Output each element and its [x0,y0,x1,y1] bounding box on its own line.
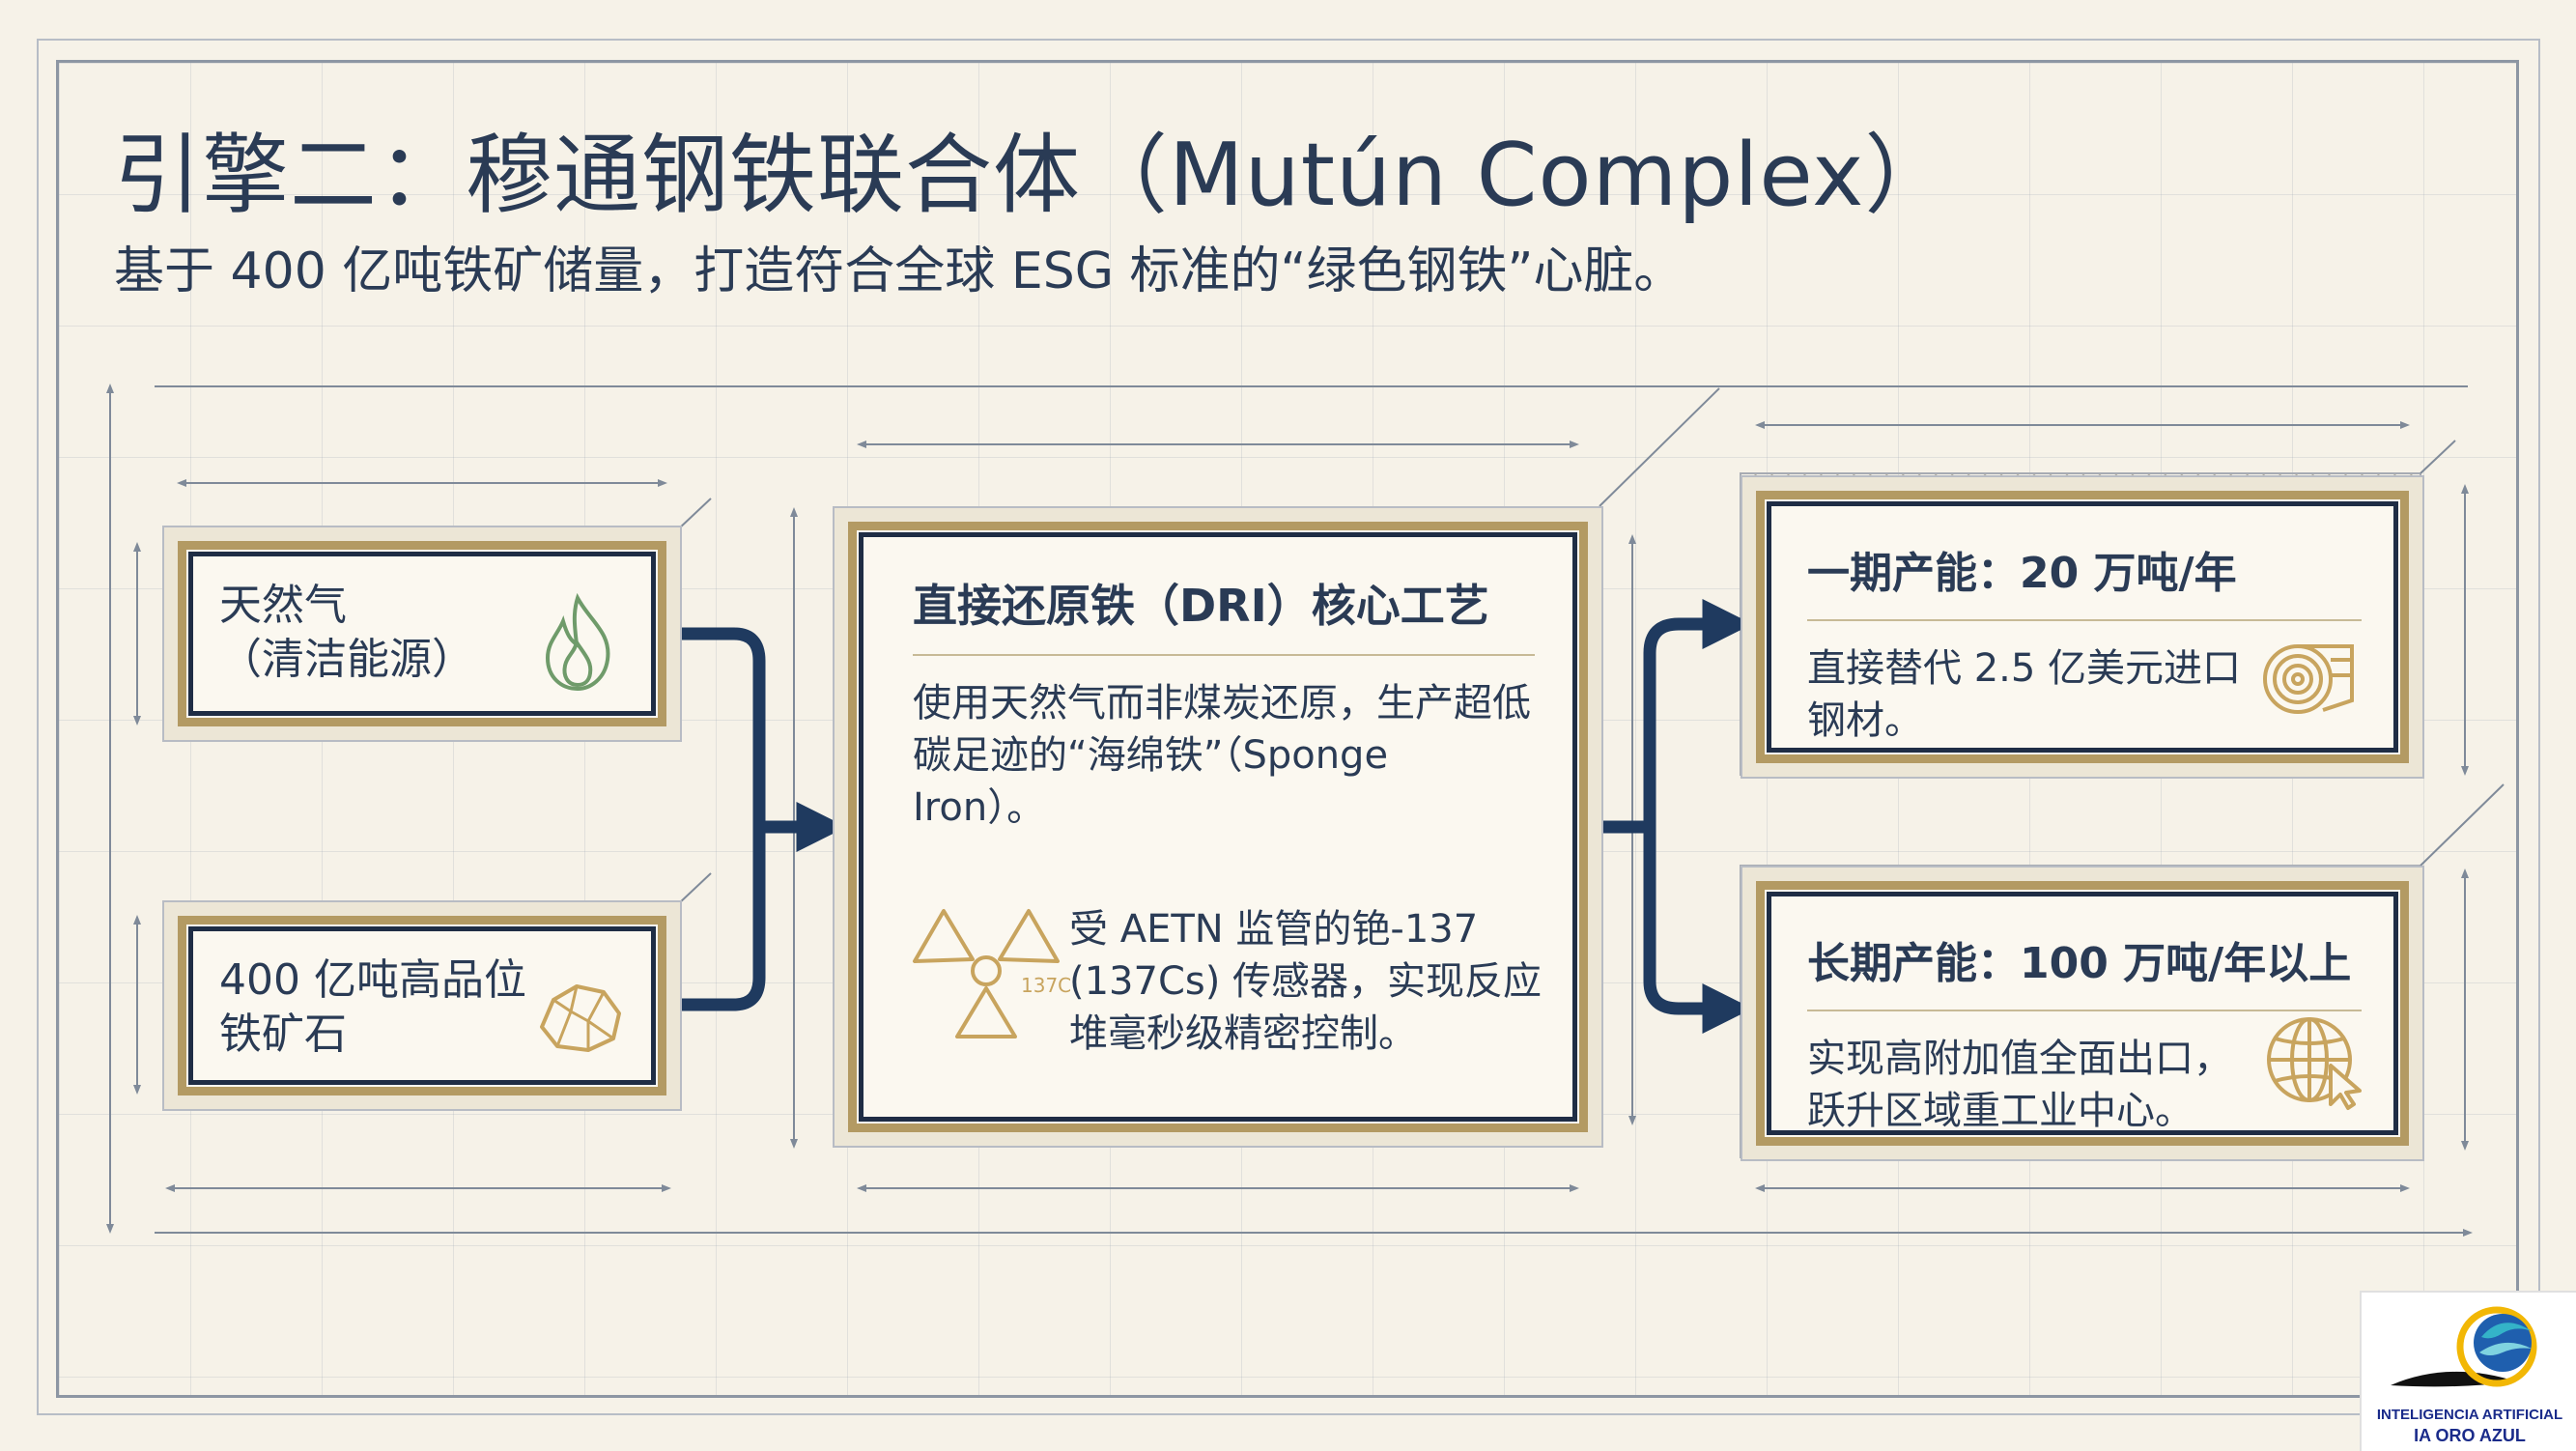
core-separator [913,654,1535,656]
flow-to-phase1 [1643,599,1753,827]
input-label-natural-gas: 天然气 （清洁能源） [219,581,474,684]
diag-output2 [2420,783,2505,867]
ore-rock-icon [540,984,621,1052]
page-subtitle: 基于 400 亿吨铁矿储量，打造符合全球 ESG 标准的“绿色钢铁”心脏。 [114,242,1684,300]
input-box-natural-gas: 天然气 （清洁能源） [178,541,666,726]
output-longterm-description: 实现高附加值全面出口， 跃升区域重工业中心。 [1807,1037,2232,1133]
input-label-iron-ore: 400 亿吨高品位 铁矿石 [219,955,526,1059]
page-title: 引擎二：穆通钢铁联合体（Mutún Complex） [114,125,1953,226]
flow-from-gas [666,627,766,827]
outer-frame [37,39,2540,1415]
brand-logo-line1: INTELIGENCIA ARTIFICIAL [2376,1407,2563,1423]
core-process-box: 直接还原铁（DRI）核心工艺 使用天然气而非煤炭还原，生产超低 碳足迹的“海绵铁… [848,522,1588,1132]
diag-input2 [677,872,712,905]
steel-coil-icon [2263,644,2354,714]
output-box-long-term: 长期产能：100 万吨/年以上 实现高附加值全面出口， 跃升区域重工业中心。 [1756,881,2409,1146]
flame-icon [545,592,610,692]
core-heading: 直接还原铁（DRI）核心工艺 [913,580,1489,632]
output-box-phase1: 一期产能：20 万吨/年 直接替代 2.5 亿美元进口 钢材。 [1756,491,2409,763]
globe-cursor-icon [2267,1017,2362,1110]
flow-from-ore [666,827,766,1011]
output-longterm-heading: 长期产能：100 万吨/年以上 [1807,939,2352,988]
flow-to-longterm [1643,827,1753,1034]
output-phase1-separator [1807,619,2362,621]
input-box-iron-ore: 400 亿吨高品位 铁矿石 [178,916,666,1095]
radiation-icon: 137Cs [913,909,1071,1038]
core-description: 使用天然气而非煤炭还原，生产超低 碳足迹的“海绵铁”（Sponge Iron）。 [913,681,1531,830]
radiation-icon-label: 137Cs [1021,974,1071,997]
diag-input1 [677,498,712,530]
output-longterm-separator [1807,1010,2362,1011]
brand-logo-mark [2391,1306,2537,1387]
brand-logo-line2: IA ORO AZUL [2414,1426,2526,1445]
blueprint-frame [56,60,2519,1398]
output-phase1-heading: 一期产能：20 万吨/年 [1807,549,2237,598]
output-phase1-description: 直接替代 2.5 亿美元进口 钢材。 [1807,646,2242,743]
brand-logo: INTELIGENCIA ARTIFICIAL IA ORO AZUL [2360,1291,2576,1451]
diag-core [1599,387,1720,507]
diag-output1 [2420,440,2456,474]
core-sensor-text: 受 AETN 监管的铯-137 (137Cs) 传感器，实现反应 堆毫秒级精密控… [1069,907,1543,1056]
